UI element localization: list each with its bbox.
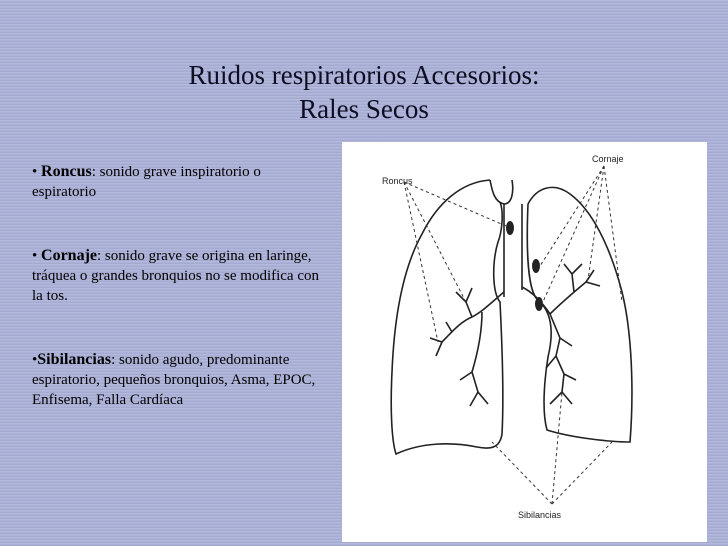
bullet-term: Cornaje — [41, 247, 97, 264]
cornaje-pointer — [603, 165, 623, 303]
obstruction-spot — [506, 221, 514, 235]
bullet-sibilancias: •Sibilancias: sonido agudo, predominante… — [32, 350, 322, 410]
cornaje-pointer — [539, 165, 605, 267]
bullet-roncus: • Roncus: sonido grave inspiratorio o es… — [32, 162, 322, 202]
bullet-term: Roncus — [41, 163, 92, 180]
bullet-marker: • — [32, 164, 42, 180]
roncus-pointer — [403, 181, 507, 227]
sibilancias-pointer — [551, 391, 563, 505]
sibilancias-pointer — [491, 441, 553, 505]
right-lung-outline — [390, 179, 504, 456]
bullet-marker: • — [32, 352, 38, 368]
title-line-2: Rales Secos — [299, 94, 429, 124]
bullet-cornaje: • Cornaje: sonido grave se origina en la… — [32, 246, 322, 306]
sibilancias-pointer — [551, 441, 613, 505]
cornaje-pointer — [541, 165, 605, 305]
slide-title: Ruidos respiratorios Accesorios: Rales S… — [0, 58, 728, 126]
bullet-text: : sonido grave inspiratorio o espiratori… — [32, 164, 261, 200]
lung-diagram: Roncus Cornaje Sibilancias — [342, 142, 707, 542]
obstruction-spot — [532, 259, 540, 273]
bullet-term: Sibilancias — [37, 351, 112, 368]
obstruction-spot — [535, 297, 543, 311]
right-bronchial-tree — [429, 287, 505, 407]
roncus-pointer — [403, 181, 469, 307]
label-sibilancias: Sibilancias — [518, 510, 562, 520]
label-cornaje: Cornaje — [592, 154, 624, 164]
title-line-1: Ruidos respiratorios Accesorios: — [188, 60, 540, 90]
cornaje-pointer — [587, 165, 605, 281]
left-bronchial-tree — [521, 263, 601, 405]
bullet-text: : sonido agudo, predominante espiratorio… — [32, 352, 316, 408]
label-roncus: Roncus — [382, 176, 413, 186]
larynx-outline — [489, 179, 514, 205]
bullet-marker: • — [32, 248, 42, 264]
left-lung-outline — [526, 186, 633, 443]
lung-illustration — [390, 165, 633, 505]
bullet-text: : sonido grave se origina en laringe, tr… — [32, 248, 319, 304]
